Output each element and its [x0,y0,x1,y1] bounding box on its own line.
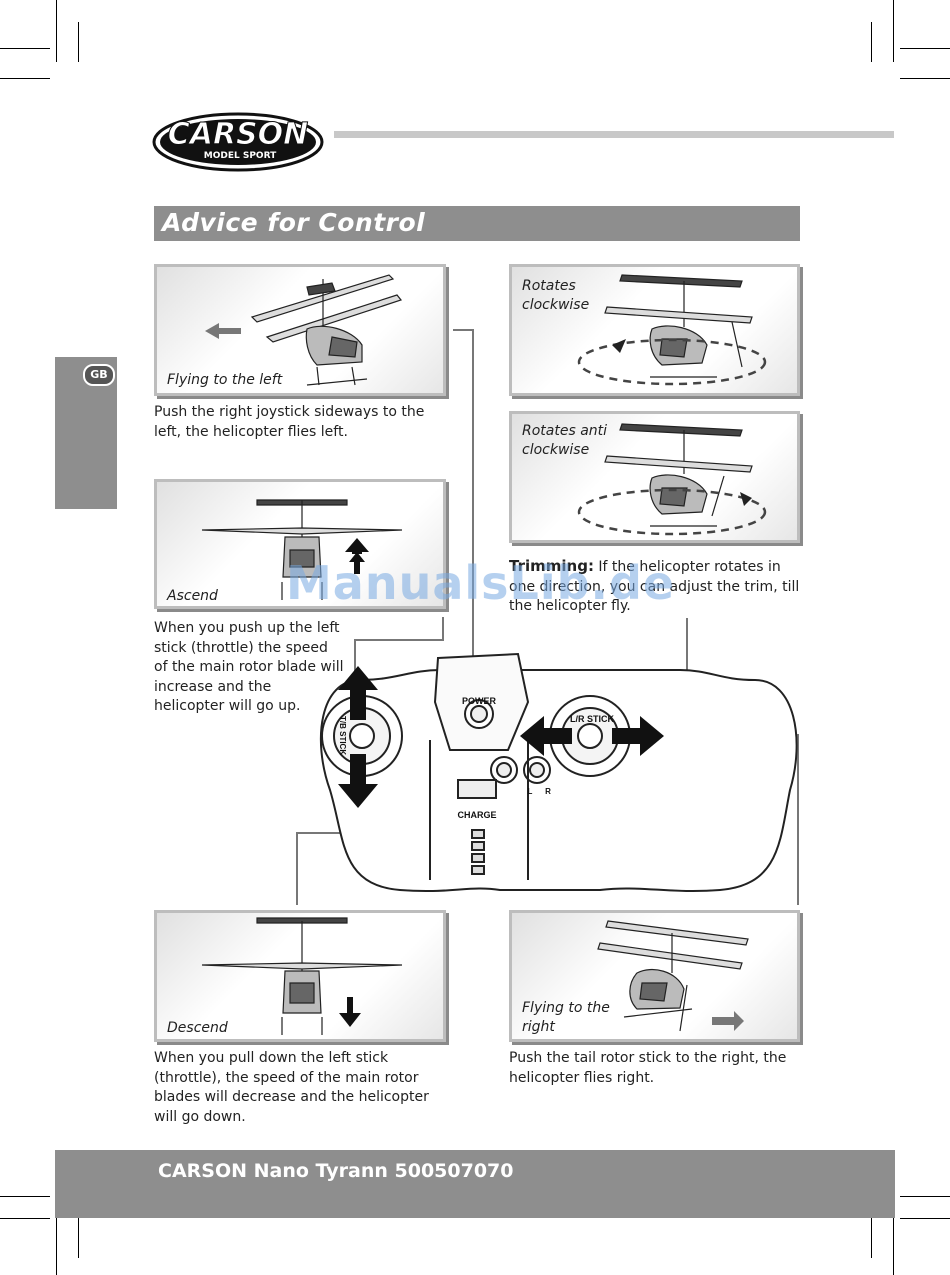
crop-mark [0,1218,50,1219]
crop-mark [893,0,894,62]
crop-mark [0,78,50,79]
crop-mark [78,22,79,62]
panel-flying-left: Flying to the left [154,264,446,396]
panel-rotate-anticlockwise: Rotates anti clockwise [509,411,800,543]
panel-label: Flying to the left [167,372,283,388]
crop-mark [871,1218,872,1258]
crop-mark [900,48,950,49]
section-bar [154,206,800,241]
svg-text:R: R [545,787,551,796]
description-ascend: When you push up the left stick (throttl… [154,620,344,714]
crop-mark [0,1196,50,1197]
panel-descend: Descend [154,910,446,1042]
panel-label: Rotates anti clockwise [522,423,608,458]
svg-text:MODEL SPORT: MODEL SPORT [204,151,277,161]
helicopter-anticlockwise-illustration [577,423,767,536]
panel-label: Descend [167,1020,228,1036]
crop-mark [900,1218,950,1219]
panel-label: Ascend [167,588,218,604]
crop-mark [56,0,57,62]
crop-mark [0,48,50,49]
footer-text: CARSON Nano Tyrann 500507070 [158,1160,514,1182]
svg-text:T/B STICK: T/B STICK [338,716,347,755]
crop-mark [78,1218,79,1258]
helicopter-ascend-illustration [201,499,403,600]
svg-text:L/R STICK: L/R STICK [570,714,614,724]
language-badge: GB [83,364,115,386]
section-title: Advice for Control [162,208,426,237]
crop-mark [893,1218,894,1275]
crop-mark [900,78,950,79]
description-flying-right: Push the tail rotor stick to the right, … [509,1050,787,1086]
crop-mark [56,1218,57,1275]
svg-text:L: L [528,787,533,796]
svg-text:POWER: POWER [462,696,497,706]
header-rule [334,131,894,138]
helicopter-left-illustration [205,274,403,386]
description-flying-left: Push the right joystick sideways to the … [154,404,425,440]
panel-label: Flying to the right [522,1000,610,1035]
helicopter-right-illustration [597,920,749,1032]
trimming-paragraph: Trimming: If the helicopter rotates in o… [509,557,801,617]
panel-label: Rotates clockwise [522,278,590,313]
helicopter-descend-illustration [201,917,403,1035]
description-descend: When you pull down the left stick (throt… [154,1050,429,1125]
panel-rotate-clockwise: Rotates clockwise [509,264,800,396]
panel-ascend: Ascend [154,479,446,609]
crop-mark [900,1196,950,1197]
trimming-text: If the helicopter rotates in one directi… [509,559,800,614]
panel-flying-right: Flying to the right [509,910,800,1042]
crop-mark [871,22,872,62]
svg-text:CARSON: CARSON [168,117,309,152]
footer-bar [55,1150,895,1218]
svg-text:CHARGE: CHARGE [457,810,496,820]
trimming-heading: Trimming: [509,557,594,575]
carson-logo: CARSON MODEL SPORT [152,112,324,172]
watermark: ManualsLib.de [286,556,676,610]
transmitter-controller: POWER CHARGE L/R STICK T/B STICK L R [319,652,798,893]
helicopter-clockwise-illustration [577,274,767,386]
